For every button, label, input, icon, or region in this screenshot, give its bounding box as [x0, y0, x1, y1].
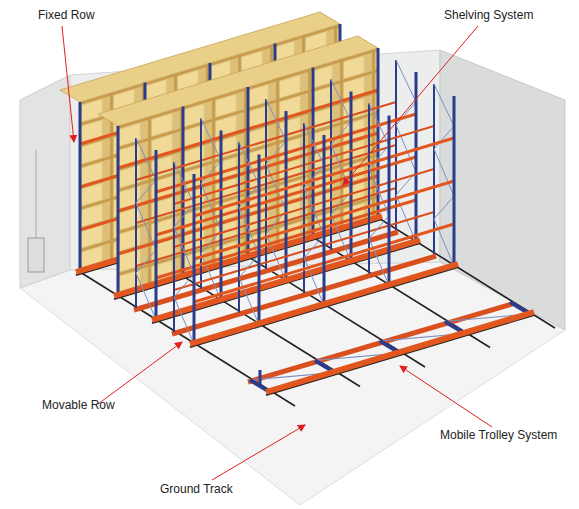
cable — [36, 150, 37, 238]
control-box — [28, 238, 44, 272]
mobile-trolley — [248, 302, 534, 395]
callout-label: Mobile Trolley System — [440, 428, 557, 442]
leader-line — [98, 342, 182, 404]
leader-line — [212, 425, 305, 480]
leader-line — [343, 26, 478, 185]
trolley-bracing — [250, 302, 530, 392]
right-wall — [440, 50, 565, 330]
movable-row-rack — [172, 84, 458, 347]
trolley-rail — [266, 312, 534, 392]
leader-line — [400, 366, 492, 427]
callout-label: Ground Track — [160, 482, 233, 496]
callout-label: Shelving System — [444, 8, 533, 22]
callout-label: Fixed Row — [38, 8, 95, 22]
left-wall — [20, 75, 70, 288]
callout-label: Movable Row — [42, 398, 115, 412]
trolley-post — [259, 370, 262, 386]
leader-line — [62, 26, 74, 142]
trolley-rail — [248, 304, 512, 382]
